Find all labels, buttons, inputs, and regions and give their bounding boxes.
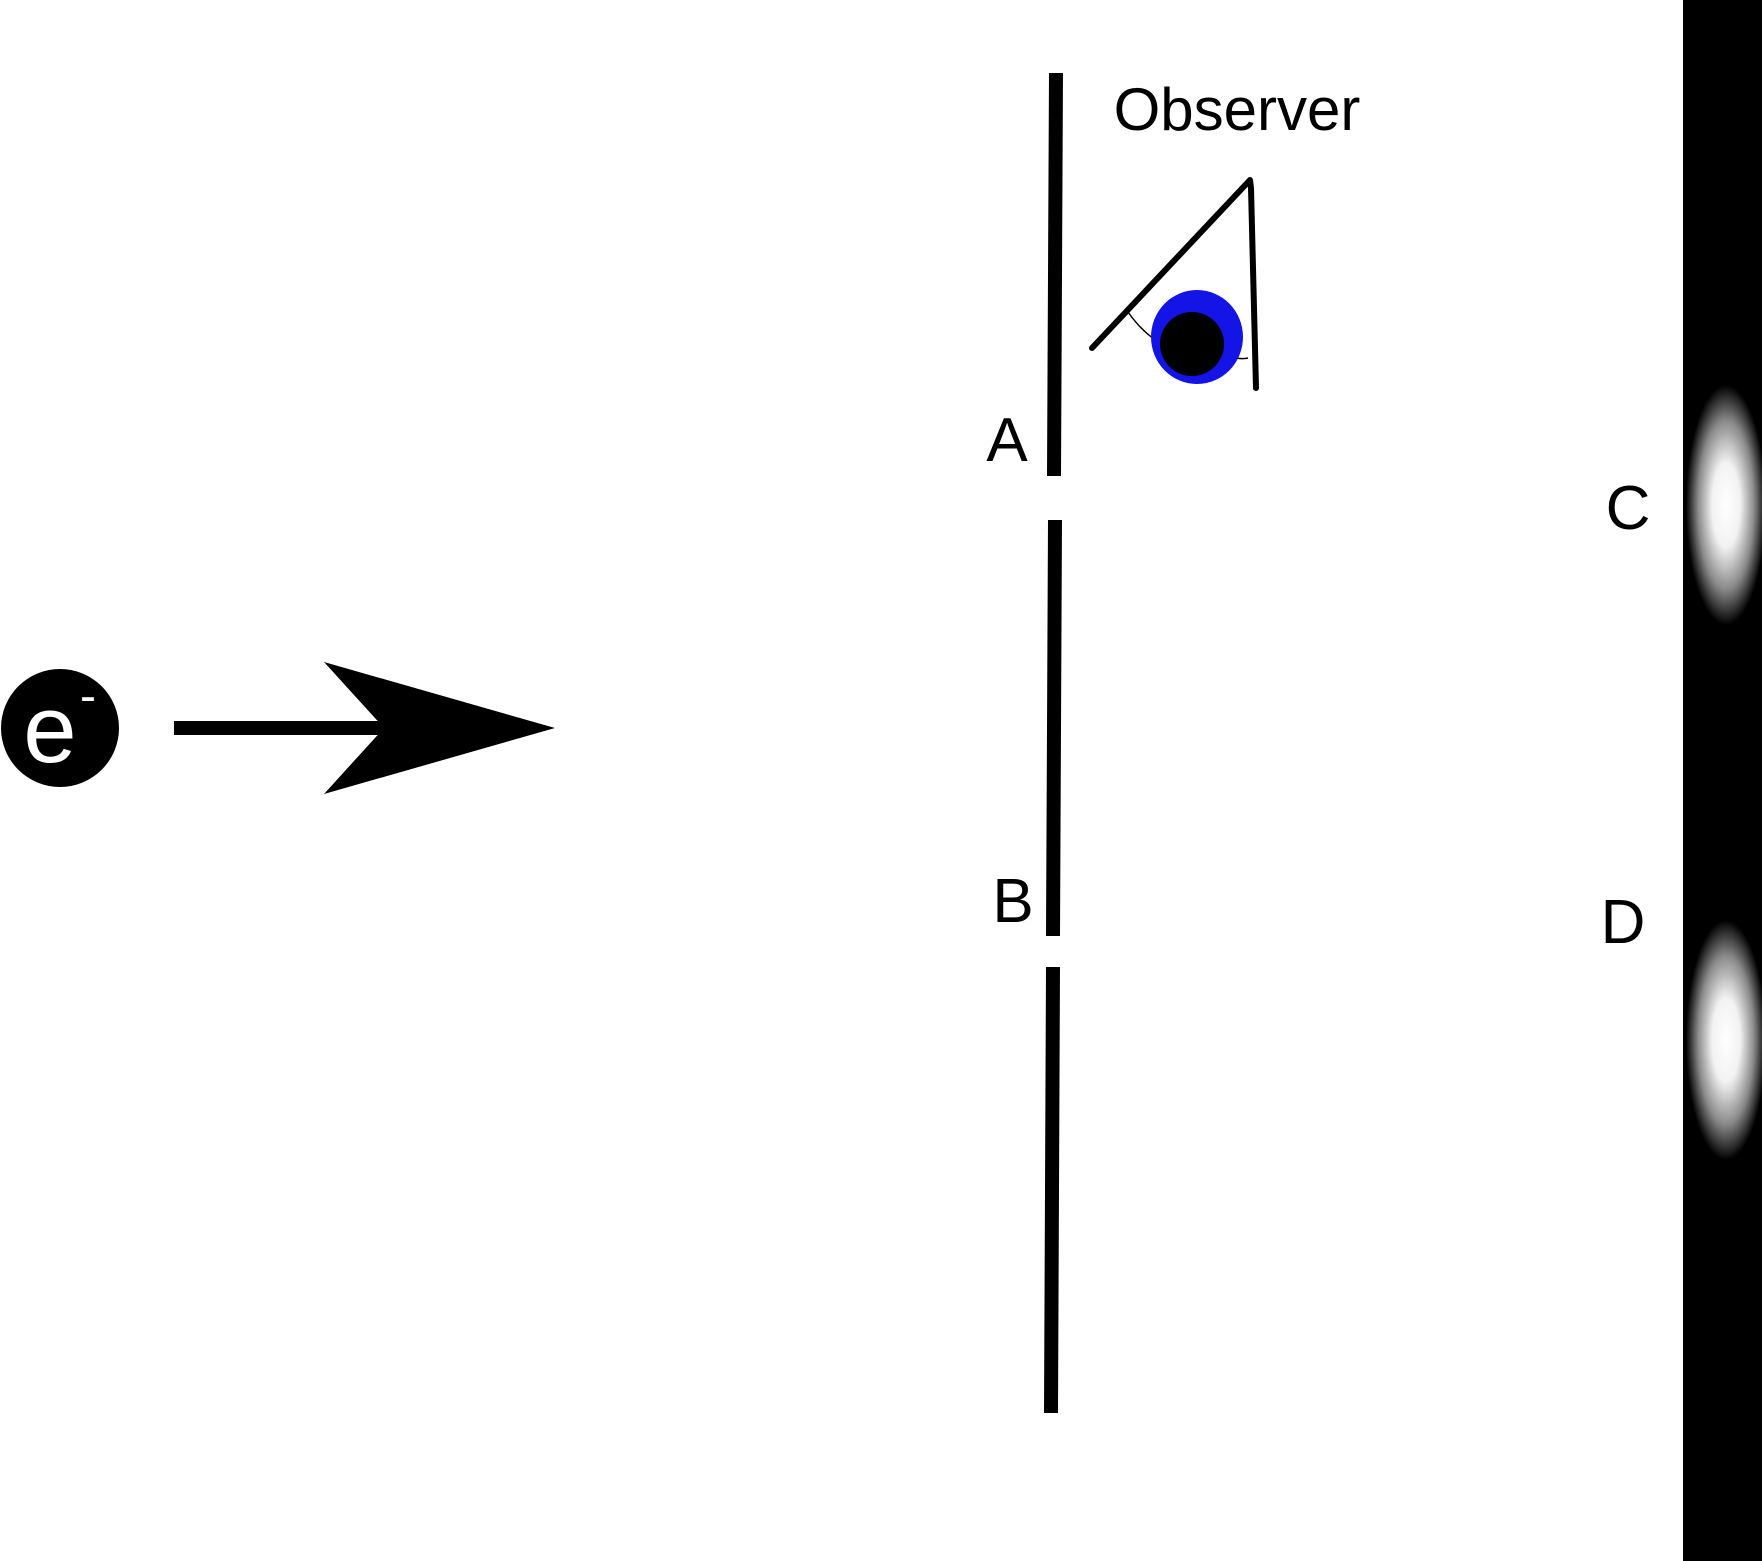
screen-spot-c	[1686, 385, 1762, 625]
slit-b-label: B	[992, 867, 1033, 936]
detection-screen	[1683, 0, 1762, 1561]
arrow-head	[324, 662, 555, 794]
slit-barrier	[1044, 72, 1063, 1414]
arrow-right-icon	[174, 662, 555, 794]
slit-a-label: A	[986, 406, 1028, 475]
eye-outline	[1089, 177, 1259, 391]
barrier-bottom-segment	[1044, 966, 1060, 1414]
spot-d-label: D	[1601, 888, 1646, 957]
electron-symbol: e	[23, 676, 76, 783]
electron-circle	[1, 669, 119, 787]
barrier-middle-segment	[1046, 519, 1062, 937]
eye-icon	[1089, 177, 1259, 391]
spot-c-label: C	[1606, 474, 1651, 543]
barrier-top-segment	[1047, 72, 1063, 477]
observer-label: Observer	[1114, 76, 1361, 143]
screen-spot-d	[1686, 920, 1762, 1160]
eye-pupil	[1160, 312, 1224, 376]
electron-icon: e -	[1, 669, 119, 787]
electron-charge: -	[80, 670, 96, 723]
